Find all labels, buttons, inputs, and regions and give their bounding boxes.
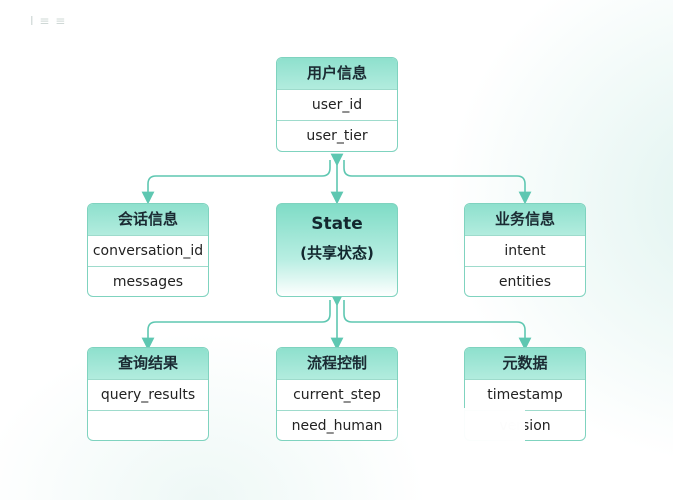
connector-state-right	[343, 300, 532, 351]
state-subtitle: (共享状态)	[300, 244, 374, 262]
shared-state-box: State (共享状态)	[276, 203, 398, 297]
business-info-box: 业务信息 intent entities	[464, 203, 586, 297]
field-query-results: query_results	[88, 379, 208, 410]
connector-root-left	[141, 160, 331, 205]
metadata-title: 元数据	[465, 348, 585, 379]
watermark: Ⅰ ≡ ≡	[30, 14, 67, 28]
field-intent: intent	[465, 235, 585, 266]
field-empty	[88, 410, 208, 440]
connector-state-left	[141, 300, 331, 351]
user-info-title: 用户信息	[277, 58, 397, 89]
field-user-id: user_id	[277, 89, 397, 120]
field-timestamp: timestamp	[465, 379, 585, 410]
flow-control-title: 流程控制	[277, 348, 397, 379]
field-need-human: need_human	[277, 410, 397, 440]
field-messages: messages	[88, 266, 208, 296]
business-info-title: 业务信息	[465, 204, 585, 235]
field-entities: entities	[465, 266, 585, 296]
user-info-box: 用户信息 user_id user_tier	[276, 57, 398, 152]
field-current-step: current_step	[277, 379, 397, 410]
metadata-box: 元数据 timestamp version	[464, 347, 586, 441]
session-info-box: 会话信息 conversation_id messages	[87, 203, 209, 297]
query-results-title: 查询结果	[88, 348, 208, 379]
bottom-fade-overlay	[385, 408, 525, 453]
flow-control-box: 流程控制 current_step need_human	[276, 347, 398, 441]
state-title: State	[311, 214, 363, 234]
session-info-title: 会话信息	[88, 204, 208, 235]
field-conversation-id: conversation_id	[88, 235, 208, 266]
field-user-tier: user_tier	[277, 120, 397, 151]
query-results-box: 查询结果 query_results	[87, 347, 209, 441]
connector-root-right	[343, 160, 532, 205]
